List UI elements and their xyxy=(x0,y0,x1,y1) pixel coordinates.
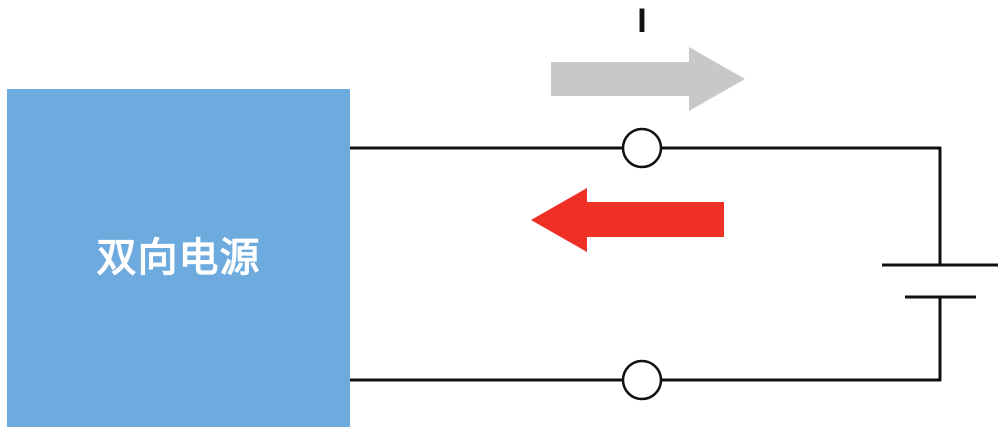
top-terminal xyxy=(621,127,663,169)
power-source-label: 双向电源 xyxy=(96,235,261,281)
bottom-terminal xyxy=(621,359,663,401)
power-source-label-area: 双向电源 xyxy=(7,89,350,427)
current-label: I xyxy=(637,2,647,40)
forward-current-arrow xyxy=(551,47,745,111)
power-source-block xyxy=(7,89,350,427)
reverse-current-arrow xyxy=(531,188,724,252)
